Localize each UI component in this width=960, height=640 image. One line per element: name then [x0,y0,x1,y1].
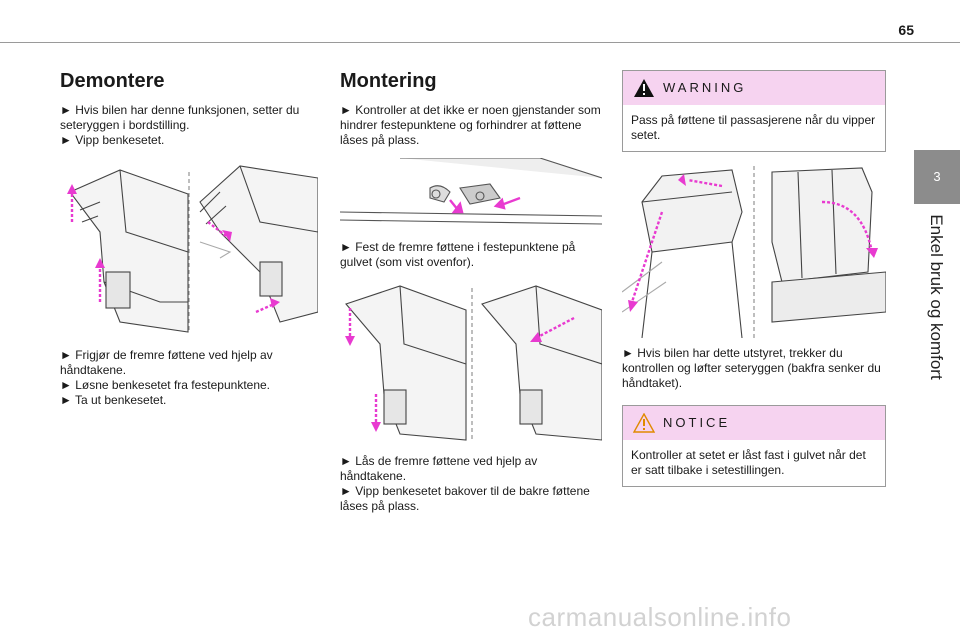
floor-anchor-illustration [339,157,603,225]
chapter-label-wrap: Enkel bruk og komfort [916,212,956,382]
column-montering: Montering ► Kontroller at det ikke er no… [339,70,603,514]
column-demontere: Demontere ► Hvis bilen har denne funksjo… [60,70,319,408]
warning-text: Pass på føttene til passasjerene når du … [631,113,876,142]
intro-line-2: ► Vipp benkesetet. [60,133,165,147]
intro-line-1: ► Hvis bilen har denne funksjonen, sette… [60,103,300,132]
backrest-illustration [621,166,887,339]
notice-title: NOTICE [663,415,731,430]
warning-icon [634,79,654,97]
step-release: ► Frigjør de fremre føttene ved hjelp av… [60,348,273,377]
check-anchors: ► Kontroller at det ikke er noen gjensta… [340,103,601,147]
figure-lock-seat [340,284,603,442]
heading-montering: Montering [340,70,437,92]
header-rule [0,42,960,43]
warning-box: WARNING Pass på føttene til passasjerene… [622,70,886,152]
chapter-label: Enkel bruk og komfort [927,214,946,380]
figure-backrest [621,162,887,339]
fasten-front-feet: ► Fest de fremre føttene i festepunktene… [340,240,576,269]
step-loosen: ► Løsne benkesetet fra festepunktene. [60,378,271,392]
chapter-tab[interactable]: 3 [914,150,960,204]
lock-front-feet: ► Lås de fremre føttene ved hjelp av hån… [340,454,538,483]
watermark: carmanualsonline.info [528,602,792,632]
seat-tilt-illustration [67,165,319,333]
notice-header: NOTICE [623,406,885,440]
seat-lock-illustration [345,285,603,441]
notice-box: NOTICE Kontroller at setet er låst fast … [622,405,886,487]
warning-header: WARNING [623,71,885,105]
step-remove: ► Ta ut benkesetet. [60,393,167,407]
lift-backrest: ► Hvis bilen har dette utstyret, trekker… [622,346,881,390]
figure-remove-seat [60,162,319,334]
heading-demontere: Demontere [60,70,165,92]
warning-title: WARNING [663,80,747,95]
page-number: 65 [898,22,914,38]
notice-icon [633,413,655,433]
column-right: WARNING Pass på føttene til passasjerene… [621,70,887,487]
tilt-seat-back: ► Vipp benkesetet bakover til de bakre f… [340,484,590,513]
notice-text: Kontroller at setet er låst fast i gulve… [631,448,866,477]
figure-floor-anchors [339,157,603,230]
